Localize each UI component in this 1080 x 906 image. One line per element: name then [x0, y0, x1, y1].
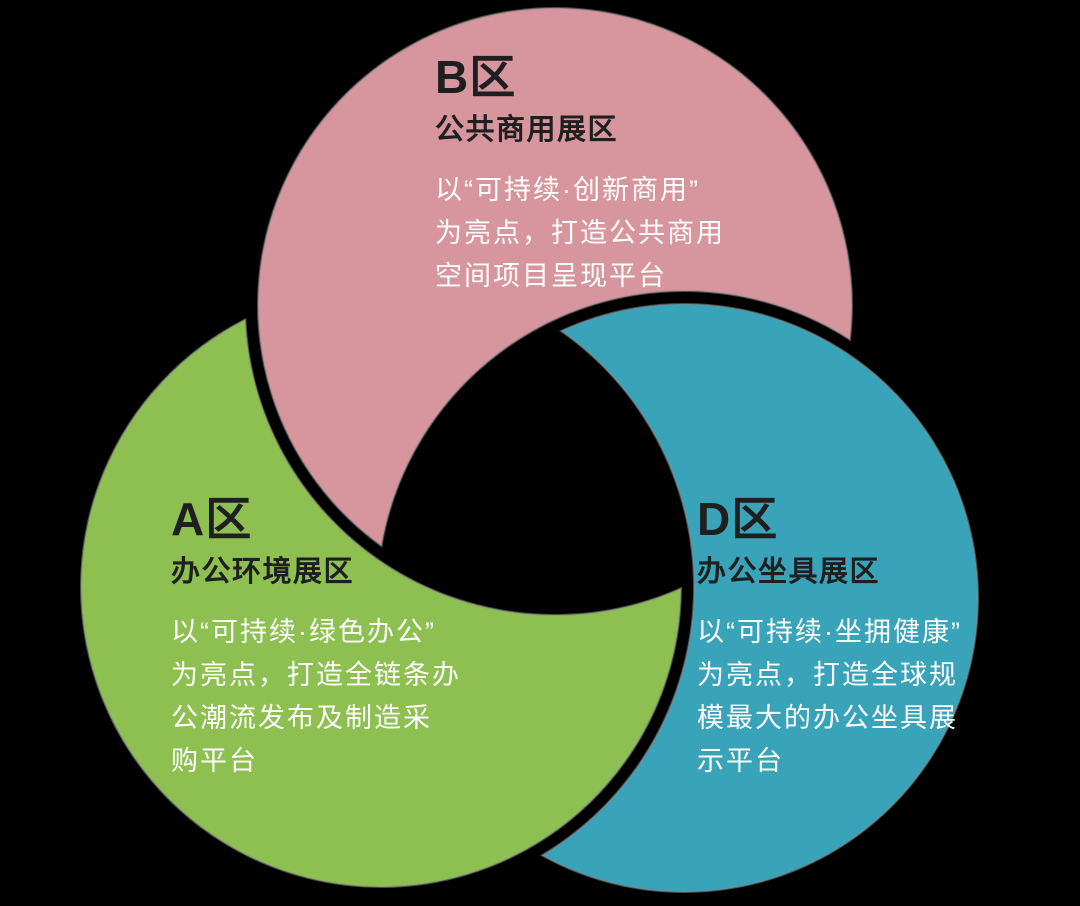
zone-b-subtitle: 公共商用展区 [435, 113, 619, 146]
zone-d-crescent [539, 303, 979, 893]
zone-d-title: D区 [697, 493, 779, 545]
zone-d-description: 以“可持续·坐拥健康” 为亮点，打造全球规 模最大的办公坐具展 示平台 [697, 617, 962, 777]
zone-a-description: 以“可持续·绿色办公” 为亮点，打造全链条办 公潮流发布及制造采 购平台 [171, 617, 461, 777]
zone-b-description: 以“可持续·创新商用” 为亮点，打造公共商用 空间项目呈现平台 [435, 175, 725, 292]
zone-d-block: D区 办公坐具展区 以“可持续·坐拥健康” 为亮点，打造全球规 模最大的办公坐具… [697, 493, 989, 783]
zone-b-crescent [257, 7, 853, 548]
zone-a-title: A区 [171, 493, 253, 545]
zone-d-subtitle: 办公坐具展区 [697, 555, 881, 588]
zone-b-block: B区 公共商用展区 以“可持续·创新商用” 为亮点，打造公共商用 空间项目呈现平… [435, 51, 750, 298]
zone-a-crescent [80, 317, 683, 888]
zone-a-subtitle: 办公环境展区 [171, 555, 355, 588]
zone-a-block: A区 办公环境展区 以“可持续·绿色办公” 为亮点，打造全链条办 公潮流发布及制… [171, 493, 486, 783]
zone-b-title: B区 [435, 51, 517, 103]
